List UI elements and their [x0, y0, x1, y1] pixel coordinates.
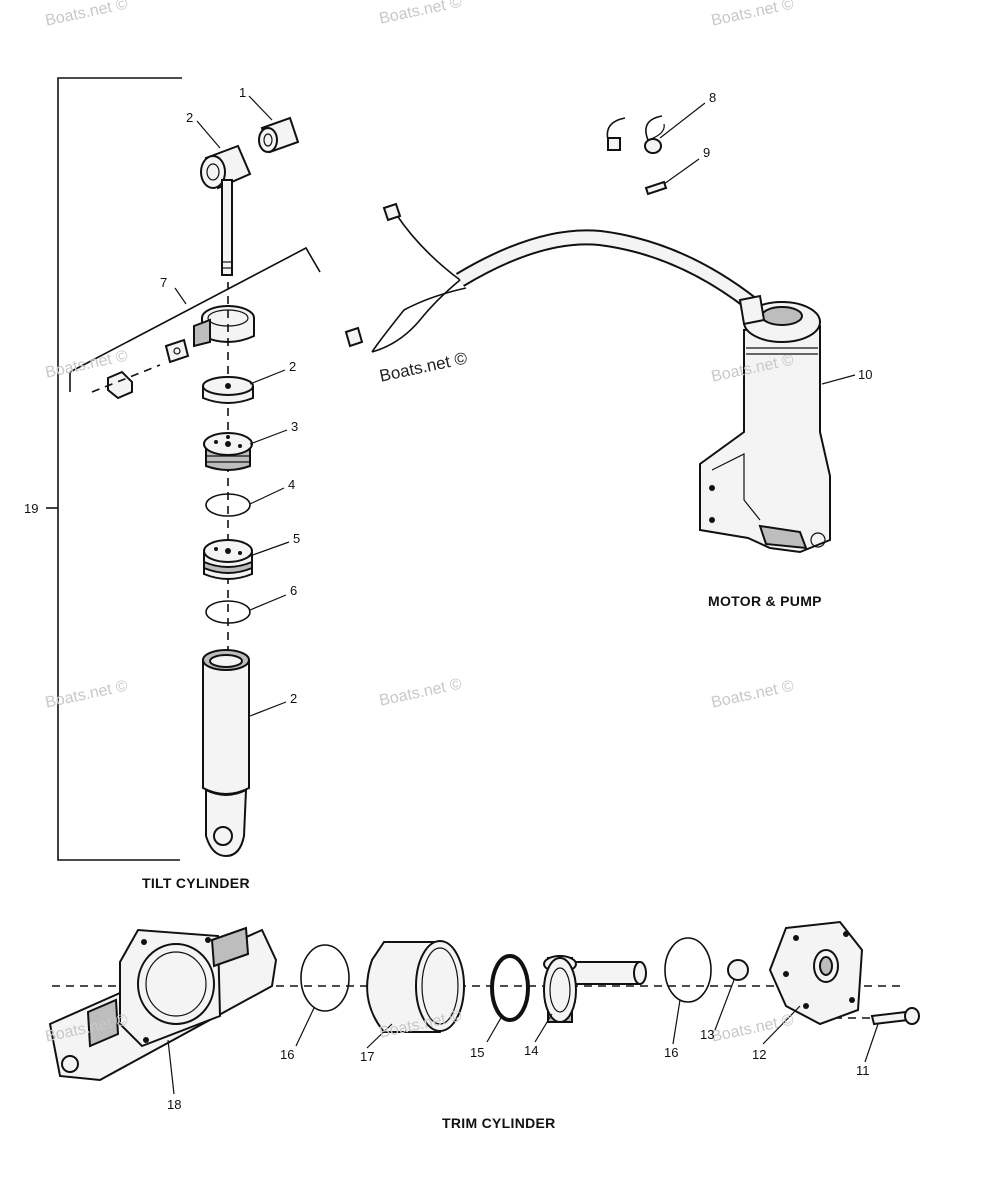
callout-11: 11	[856, 1063, 870, 1078]
part-17-sleeve	[366, 940, 465, 1033]
callout-5: 5	[293, 531, 301, 546]
callout-4: 4	[288, 477, 296, 492]
callout-14: 14	[524, 1043, 539, 1058]
callout-13: 13	[700, 1027, 715, 1042]
callout-10: 10	[858, 367, 873, 382]
part-12-end-cap	[768, 920, 864, 1026]
callout-19: 19	[24, 501, 39, 516]
caption-motor-pump: MOTOR & PUMP	[708, 593, 822, 609]
callout-8: 8	[709, 90, 717, 105]
part-1-bushing	[258, 116, 300, 154]
part-2-cylinder	[202, 649, 250, 858]
callout-15: 15	[470, 1045, 485, 1060]
part-10-motor-pump	[344, 202, 831, 554]
part-2-rod	[200, 144, 252, 276]
callout-2-cylinder: 2	[290, 691, 298, 706]
callout-17: 17	[360, 1049, 375, 1064]
part-2-disc	[202, 376, 254, 404]
part-5-piston	[203, 539, 253, 580]
part-4-oring	[205, 493, 251, 517]
part-13-ball	[727, 959, 749, 981]
callout-16-left: 16	[280, 1047, 295, 1062]
part-16-oring-right	[664, 937, 712, 1003]
part-6-oring	[205, 600, 251, 624]
callout-1: 1	[239, 85, 247, 100]
callout-2-disc: 2	[289, 359, 297, 374]
part-3-cap	[203, 432, 253, 471]
callout-7: 7	[160, 275, 168, 290]
sub-bracket-7	[69, 246, 321, 392]
part-8-connectors	[606, 115, 665, 154]
callout-3: 3	[291, 419, 299, 434]
part-14-piston-rod	[543, 955, 647, 1023]
callout-12: 12	[752, 1047, 767, 1062]
leader-lines	[167, 95, 879, 1095]
callout-2-rod: 2	[186, 110, 194, 125]
part-15-ring	[490, 954, 530, 1022]
callout-18: 18	[167, 1097, 182, 1112]
caption-trim-cylinder: TRIM CYLINDER	[442, 1115, 556, 1131]
caption-tilt-cylinder: TILT CYLINDER	[142, 875, 250, 891]
part-11-bolt	[870, 1007, 920, 1026]
part-9-screw	[644, 180, 668, 196]
callout-6: 6	[290, 583, 298, 598]
assembly-bracket-19	[46, 77, 182, 861]
callout-9: 9	[703, 145, 711, 160]
callout-16-right: 16	[664, 1045, 679, 1060]
part-16-oring-left	[300, 944, 350, 1012]
part-18-housing	[48, 926, 278, 1082]
